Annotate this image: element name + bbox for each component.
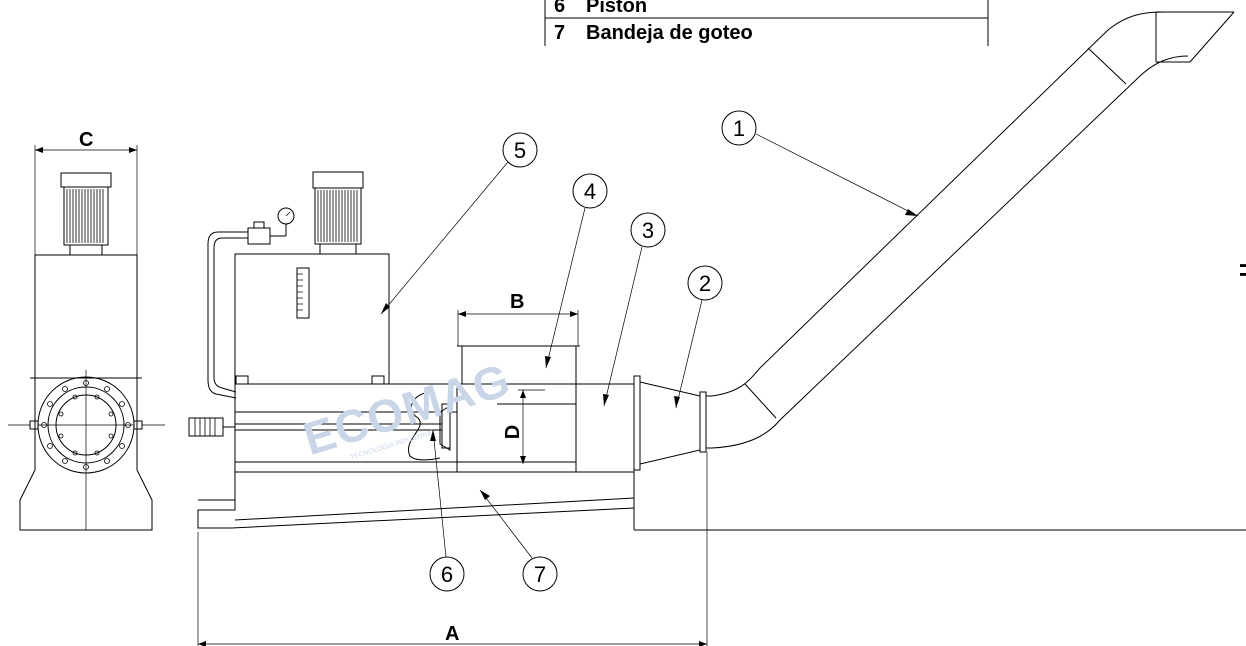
callout-3: 3 — [642, 218, 654, 243]
dimension-c-label: C — [79, 129, 93, 151]
callout-6: 6 — [441, 562, 453, 587]
callout-1: 1 — [733, 116, 745, 141]
watermark-logo: ECOMAG TECNOLOGIA INDUSTRIAL — [298, 353, 517, 465]
dimension-a-label: A — [445, 623, 459, 645]
watermark-brand: ECOMAG — [298, 353, 517, 465]
callout-5: 5 — [514, 138, 526, 163]
legend-row-6-text: Piston — [586, 0, 647, 17]
side-view: C — [8, 129, 165, 531]
dimension-b-label: B — [510, 291, 524, 313]
legend-row-7-num: 7 — [554, 22, 565, 44]
legend-row-6-num: 6 — [554, 0, 565, 17]
callout-7: 7 — [534, 562, 546, 587]
dimension-h-label: H — [1235, 263, 1246, 277]
callouts: 1 2 3 4 5 6 7 — [380, 110, 919, 592]
legend-row-7-text: Bandeja de goteo — [586, 22, 753, 44]
callout-4: 4 — [584, 179, 596, 204]
legend-table: 6 Piston 7 Bandeja de goteo — [544, 0, 989, 46]
dimension-d-label: D — [502, 425, 524, 439]
callout-2: 2 — [699, 271, 711, 296]
front-view: B D — [188, 11, 1246, 646]
